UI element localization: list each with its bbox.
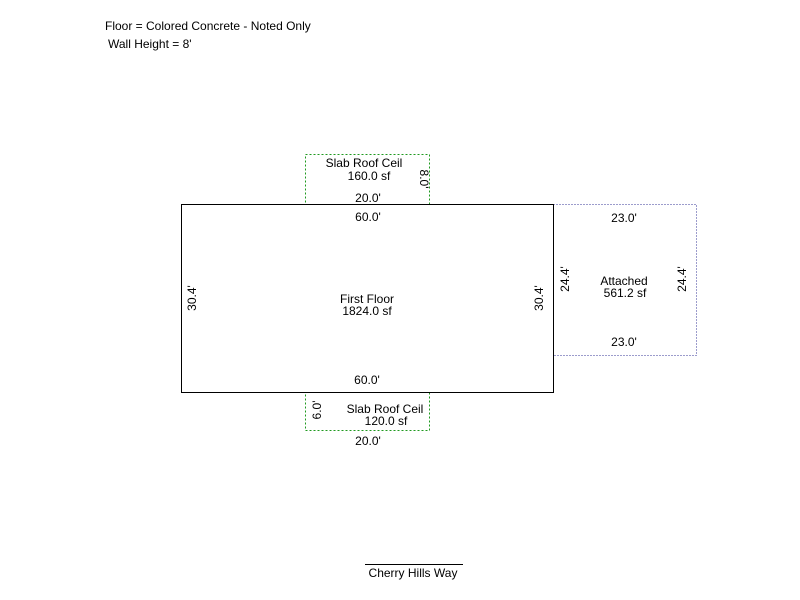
slab-roof-bottom-depth-dim: 6.0' — [310, 401, 324, 420]
slab-roof-bottom-area: 120.0 sf — [365, 414, 408, 428]
first-floor-bottom-dim: 60.0' — [354, 373, 380, 387]
floor-note: Floor = Colored Concrete - Noted Only — [105, 19, 311, 33]
slab-roof-top-label: Slab Roof Ceil — [326, 156, 403, 170]
slab-roof-top-depth-dim: 8.0' — [417, 170, 431, 189]
attached-area-value: 561.2 sf — [604, 286, 647, 300]
first-floor-right-dim: 30.4' — [532, 285, 546, 311]
slab-roof-bottom: Slab Roof Ceil 120.0 sf 20.0' 6.0' — [305, 392, 430, 448]
first-floor-area: 1824.0 sf — [342, 304, 392, 318]
attached-top-dim: 23.0' — [611, 211, 637, 225]
attached-left-dim: 24.4' — [558, 266, 572, 292]
attached-label: Attached — [600, 274, 647, 288]
wall-height-note: Wall Height = 8' — [108, 37, 192, 51]
first-floor-left-dim: 30.4' — [185, 285, 199, 311]
street-label: Cherry Hills Way — [365, 564, 463, 580]
first-floor-outline — [181, 204, 554, 393]
slab-roof-bottom-label: Slab Roof Ceil — [347, 402, 424, 416]
slab-roof-top: Slab Roof Ceil 160.0 sf 20.0' 8.0' — [305, 154, 431, 205]
attached-right-dim: 24.4' — [675, 266, 689, 292]
attached-area: 23.0' Attached 561.2 sf 23.0' 24.4' 24.4… — [553, 204, 697, 356]
street-name: Cherry Hills Way — [369, 566, 458, 580]
attached-bottom-dim: 23.0' — [611, 335, 637, 349]
first-floor-label: First Floor — [340, 292, 394, 306]
slab-roof-top-area: 160.0 sf — [348, 169, 391, 183]
slab-roof-top-width-dim: 20.0' — [355, 191, 381, 205]
slab-roof-bottom-width-dim: 20.0' — [355, 434, 381, 448]
first-floor: 60.0' First Floor 1824.0 sf 60.0' 30.4' … — [181, 204, 554, 393]
first-floor-top-dim: 60.0' — [355, 210, 381, 224]
